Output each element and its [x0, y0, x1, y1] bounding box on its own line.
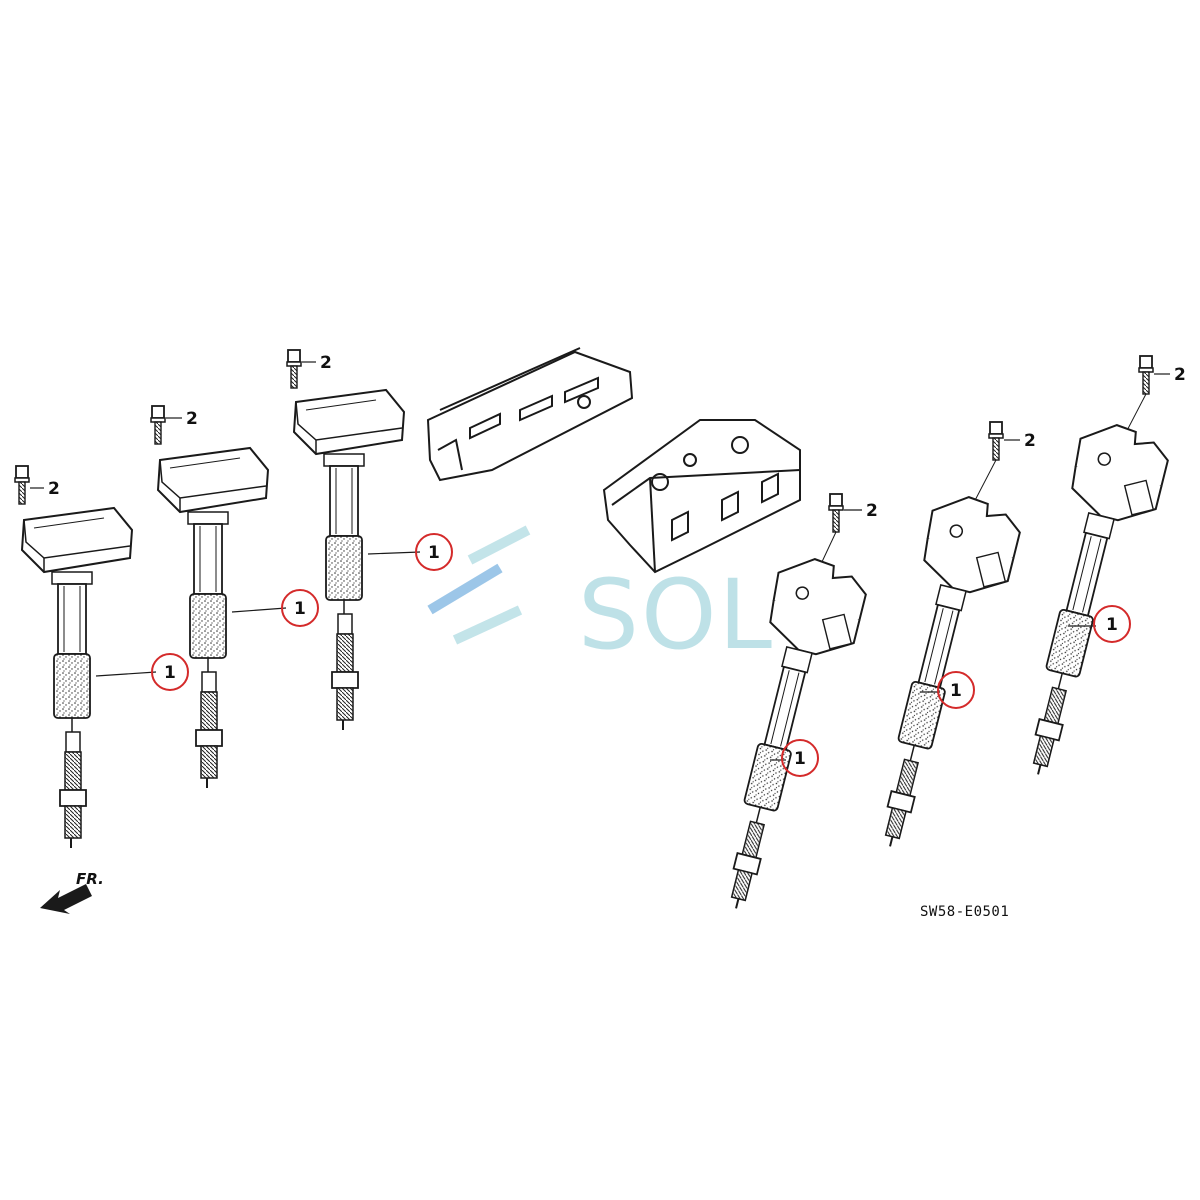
svg-text:1: 1: [950, 681, 962, 701]
callout-bolt-4: 2: [844, 501, 878, 521]
callout-bolt-3: 2: [302, 353, 332, 373]
front-arrow-icon: [40, 884, 92, 914]
front-direction-indicator: FR.: [40, 870, 104, 914]
callout-coil-1: 1: [95, 653, 189, 691]
bolt-6: [1138, 355, 1154, 395]
ignition-coil-1: [21, 507, 133, 849]
watermark: SOL: [427, 525, 774, 671]
callout-coil-3: 1: [367, 533, 453, 571]
bolt-5: [988, 421, 1004, 461]
bolt-1: [14, 465, 30, 505]
callout-coil-6: 1: [1068, 605, 1131, 643]
svg-text:1: 1: [164, 663, 176, 683]
bolt-3: [286, 349, 302, 389]
callout-bolt-1: 2: [30, 479, 60, 499]
callout-bolt-5: 2: [1004, 431, 1036, 451]
callout-coil-5: 1: [920, 671, 975, 709]
svg-text:2: 2: [866, 501, 878, 521]
svg-text:1: 1: [294, 599, 306, 619]
svg-text:2: 2: [1024, 431, 1036, 451]
ignition-coil-6: [998, 416, 1175, 788]
callout-bolt-6: 2: [1154, 365, 1186, 385]
bolt-4: [828, 493, 844, 533]
callout-coil-2: 1: [231, 589, 319, 627]
head-cover-front: [602, 419, 801, 574]
svg-text:2: 2: [320, 353, 332, 373]
callout-bolt-2: 2: [166, 409, 198, 429]
svg-text:2: 2: [1174, 365, 1186, 385]
ignition-coil-3: [293, 389, 405, 731]
svg-text:2: 2: [48, 479, 60, 499]
front-label: FR.: [76, 870, 104, 888]
callout-coil-4: 1: [770, 739, 819, 777]
watermark-text: SOL: [578, 559, 774, 671]
head-cover-rear: [426, 347, 634, 482]
svg-text:1: 1: [1106, 615, 1118, 635]
svg-text:1: 1: [428, 543, 440, 563]
ignition-coil-5: [850, 488, 1027, 860]
svg-text:1: 1: [794, 749, 806, 769]
drawing-code: SW58-E0501: [920, 904, 1009, 920]
bolt-2: [150, 405, 166, 445]
ignition-coil-2: [157, 447, 269, 789]
svg-text:2: 2: [186, 409, 198, 429]
